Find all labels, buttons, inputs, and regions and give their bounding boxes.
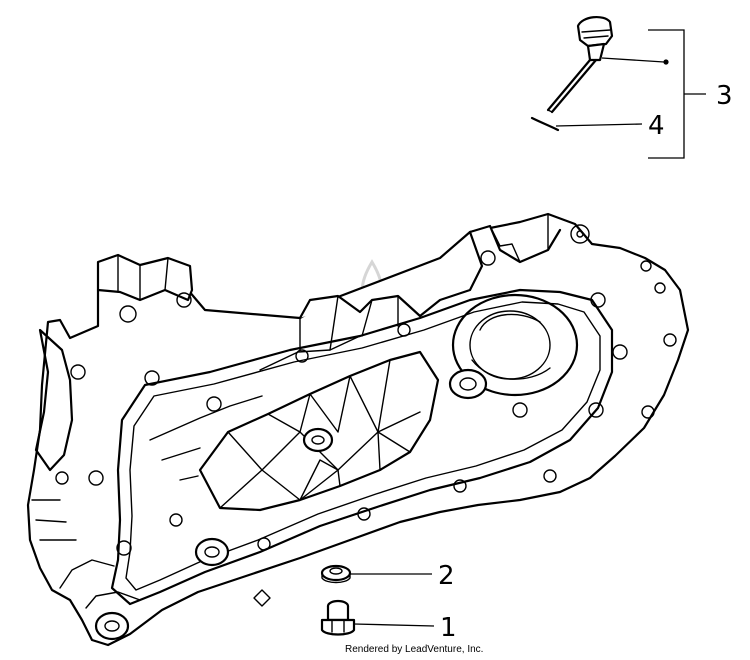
oil-dipstick xyxy=(546,16,614,114)
sealing-washer xyxy=(320,564,352,584)
crankcase-outline xyxy=(26,212,690,647)
pivot-boss xyxy=(302,427,334,453)
leaders xyxy=(350,29,706,627)
drain-plug xyxy=(320,599,356,636)
crankcase xyxy=(26,212,690,647)
upper-ribs xyxy=(298,224,562,320)
callout-1: 1 xyxy=(440,613,457,643)
gasket-flange-inner xyxy=(125,301,601,591)
gasket-flange xyxy=(110,288,614,606)
render-credit: Rendered by LeadVenture, Inc. xyxy=(345,644,483,655)
o-ring xyxy=(530,116,560,132)
lower-boss xyxy=(194,537,230,567)
bearing-housing xyxy=(451,293,579,397)
shaft-bore xyxy=(448,368,488,400)
rear-mount xyxy=(96,253,194,302)
callout-4: 4 xyxy=(648,111,665,141)
axle-bore xyxy=(94,611,130,641)
callout-3: 3 xyxy=(716,81,733,111)
callout-2: 2 xyxy=(438,561,455,591)
ribbed-truss xyxy=(149,295,440,512)
